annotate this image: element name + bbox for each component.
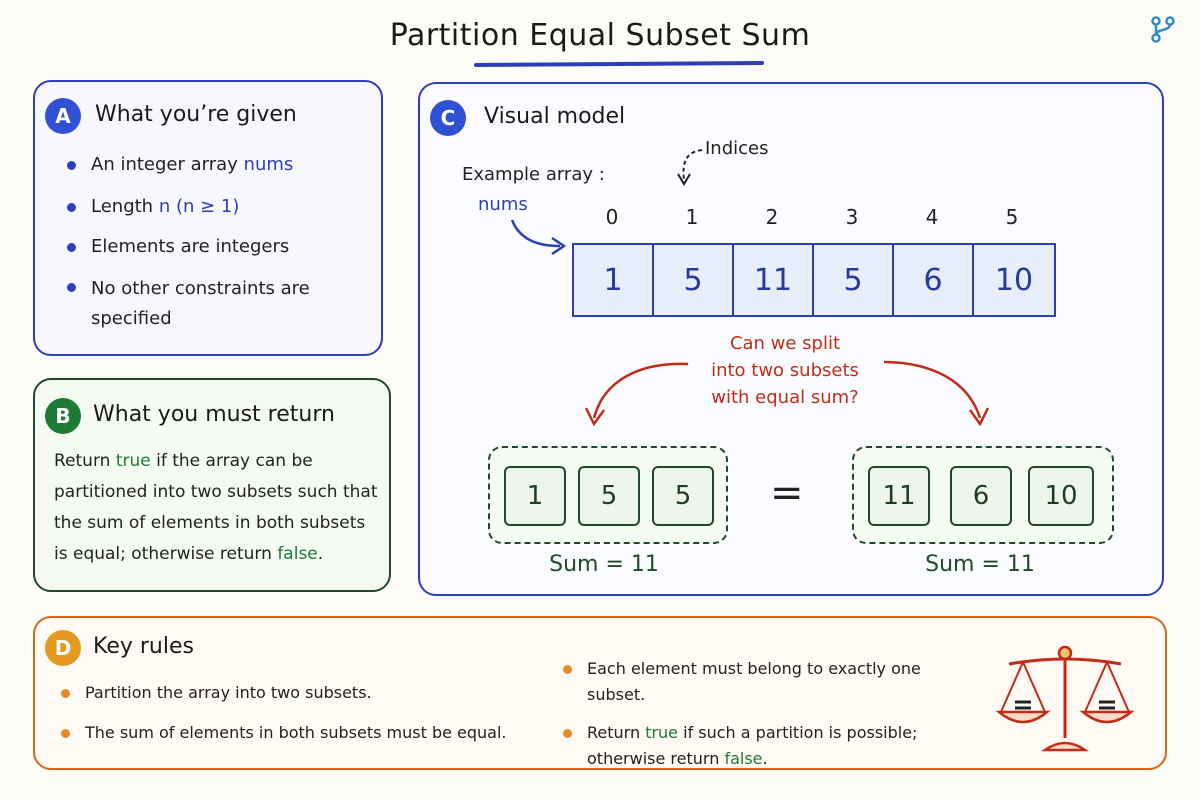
page-title: Partition Equal Subset Sum bbox=[389, 18, 811, 53]
return-text-part: . bbox=[317, 544, 324, 564]
array-cell: 10 bbox=[994, 262, 1034, 298]
visual-model-heading: Visual model bbox=[484, 104, 626, 129]
rule-text: Return bbox=[587, 723, 646, 742]
rule-item: Partition the array into two subsets. bbox=[57, 680, 537, 706]
return-description: Return true if the array can be partitio… bbox=[54, 446, 384, 570]
question-line: Can we split bbox=[729, 333, 841, 354]
index-label: 5 bbox=[1005, 205, 1019, 229]
bullet-dot bbox=[61, 689, 70, 698]
given-item: An integer array nums bbox=[63, 152, 363, 178]
example-array-name: nums bbox=[478, 194, 528, 215]
branch-icon bbox=[1151, 16, 1175, 43]
panel-key-rules: D Key rules Partition the array into two… bbox=[33, 616, 1167, 770]
rule-text: if such a partition is possible; otherwi… bbox=[587, 723, 918, 768]
badge-c: C bbox=[430, 100, 466, 136]
bullet-dot bbox=[563, 729, 572, 738]
array-cell: 11 bbox=[734, 245, 814, 315]
rule-item: The sum of elements in both subsets must… bbox=[57, 720, 537, 746]
example-arrow-icon bbox=[510, 219, 567, 256]
badge-d: D bbox=[45, 630, 81, 666]
given-item: Elements are integers bbox=[63, 234, 363, 260]
split-question: Can we split into two subsets with equal… bbox=[660, 330, 910, 411]
given-item: No other constraints are specified bbox=[63, 274, 311, 334]
panel-return: B What you must return bbox=[33, 378, 391, 592]
subset-cell: 10 bbox=[1028, 466, 1094, 526]
index-label: 1 bbox=[685, 205, 699, 229]
left-subset: 1 5 5 bbox=[488, 446, 728, 544]
bullet-dot bbox=[67, 161, 76, 170]
bullet-dot bbox=[67, 203, 76, 212]
subset-cell: 1 bbox=[504, 466, 566, 526]
given-item-keyword: nums bbox=[243, 154, 294, 175]
keyword-false: false bbox=[277, 544, 318, 564]
rules-right-list: Each element must belong to exactly one … bbox=[559, 656, 979, 772]
balance-scale-icon bbox=[995, 645, 1135, 752]
keyword-true: true bbox=[645, 723, 679, 742]
rule-text: Each element must belong to exactly one … bbox=[587, 659, 921, 704]
title-underline bbox=[473, 60, 765, 68]
right-sum-label: Sum = 11 bbox=[925, 552, 1035, 577]
key-rules-heading: Key rules bbox=[93, 634, 194, 659]
rule-text: . bbox=[762, 749, 768, 768]
right-subset: 11 6 10 bbox=[852, 446, 1114, 544]
given-item: Length n (n ≥ 1) bbox=[63, 194, 363, 220]
index-label: 0 bbox=[605, 205, 619, 229]
rule-text: Partition the array into two subsets. bbox=[85, 683, 372, 702]
keyword-false: false bbox=[724, 749, 763, 768]
given-item-keyword: n (n ≥ 1) bbox=[158, 196, 240, 217]
given-item-text: An integer array bbox=[91, 154, 244, 175]
equals-sign: = bbox=[770, 470, 804, 516]
keyword-true: true bbox=[115, 451, 151, 471]
left-sum-label: Sum = 11 bbox=[549, 552, 659, 577]
given-item-text: Length bbox=[91, 196, 159, 217]
given-list: An integer array nums Length n (n ≥ 1) E… bbox=[63, 152, 363, 334]
return-text-part: Return bbox=[54, 451, 116, 471]
index-label: 2 bbox=[765, 205, 779, 229]
array-cell: 6 bbox=[894, 245, 974, 315]
given-item-text: Elements are integers bbox=[91, 236, 290, 257]
indices-label: Indices bbox=[705, 138, 769, 159]
index-label: 3 bbox=[845, 205, 859, 229]
return-heading: What you must return bbox=[93, 402, 335, 427]
array-cell: 5 bbox=[654, 245, 734, 315]
array-cell: 5 bbox=[814, 245, 894, 315]
subset-cell: 11 bbox=[868, 466, 930, 526]
bullet-dot bbox=[67, 283, 76, 292]
subset-cell: 5 bbox=[578, 466, 640, 526]
badge-b: B bbox=[45, 398, 81, 434]
rule-item: Each element must belong to exactly one … bbox=[559, 656, 979, 708]
example-array: 1 5 11 5 6 10 bbox=[572, 243, 1056, 317]
index-row: 0 1 2 3 4 5 bbox=[572, 205, 1052, 229]
indices-arrow-icon bbox=[677, 149, 703, 186]
bullet-dot bbox=[61, 729, 70, 738]
bullet-dot bbox=[563, 665, 572, 674]
question-line: into two subsets bbox=[711, 360, 859, 381]
rules-left-list: Partition the array into two subsets. Th… bbox=[57, 680, 537, 746]
given-heading: What you’re given bbox=[95, 102, 297, 127]
bullet-dot bbox=[67, 243, 76, 252]
return-text-part: if the array can be partitioned into two… bbox=[54, 451, 378, 564]
rule-item: Return true if such a partition is possi… bbox=[559, 720, 979, 772]
subset-cell: 5 bbox=[652, 466, 714, 526]
question-line: with equal sum? bbox=[711, 387, 859, 408]
index-label: 4 bbox=[925, 205, 939, 229]
subset-cell: 6 bbox=[950, 466, 1012, 526]
rule-text: The sum of elements in both subsets must… bbox=[85, 723, 507, 742]
split-arrows-icon bbox=[584, 360, 990, 427]
given-item-text: No other constraints are specified bbox=[91, 278, 310, 329]
panel-given: A What you’re given An integer array num… bbox=[33, 80, 383, 356]
array-cell: 1 bbox=[574, 245, 654, 315]
example-array-label: Example array : bbox=[462, 164, 605, 185]
badge-a: A bbox=[45, 98, 81, 134]
